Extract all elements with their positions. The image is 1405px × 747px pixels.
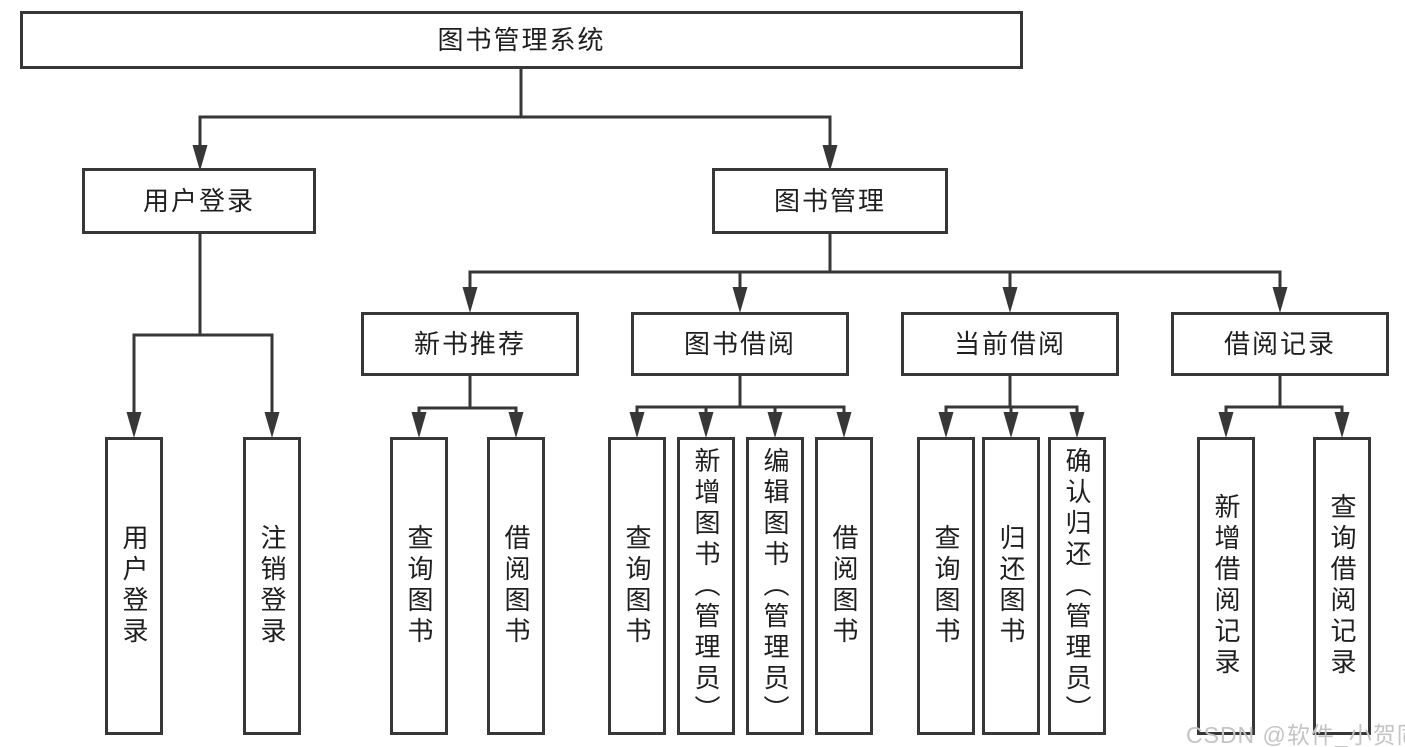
- leaf-borrow-query-books: 查询图书: [608, 437, 666, 735]
- leaf-borrow-query-books-label: 查询图书: [622, 524, 652, 648]
- node-root: 图书管理系统: [20, 11, 1023, 69]
- connector-current-borrow-split: [944, 375, 1079, 415]
- leaf-current-confirm-return-admin: 确认归还（管理员）: [1048, 437, 1106, 735]
- node-current-borrow-label: 当前借阅: [953, 329, 1066, 359]
- arrowhead-icon: [126, 412, 142, 438]
- leaf-current-return-books-label: 归还图书: [996, 524, 1026, 648]
- arrowhead-icon: [462, 287, 478, 313]
- arrowhead-icon: [1003, 412, 1019, 438]
- arrowhead-icon: [264, 412, 280, 438]
- arrowhead-icon: [1218, 412, 1234, 438]
- node-book-management: 图书管理: [712, 168, 948, 234]
- arrowhead-icon: [1069, 412, 1085, 438]
- connector-root-split: [198, 68, 832, 148]
- leaf-newbook-borrow-books-label: 借阅图书: [501, 524, 531, 648]
- node-borrow-records-label: 借阅记录: [1223, 329, 1336, 359]
- node-new-book-recommend: 新书推荐: [361, 312, 579, 376]
- arrowhead-icon: [836, 412, 852, 438]
- leaf-newbook-query-books-label: 查询图书: [404, 524, 434, 648]
- connector-user-login-split: [132, 233, 274, 415]
- leaf-current-confirm-return-admin-label: 确认归还（管理员）: [1062, 446, 1092, 726]
- connector-new-book-split: [417, 375, 518, 415]
- leaf-user-login-label: 用户登录: [119, 524, 149, 648]
- leaf-records-query-record-label: 查询借阅记录: [1327, 493, 1357, 679]
- arrowheads: [126, 145, 1350, 438]
- leaf-current-query-books-label: 查询图书: [931, 524, 961, 648]
- leaf-borrow-borrow-books: 借阅图书: [815, 437, 873, 735]
- connector-book-borrow-split: [635, 375, 846, 415]
- node-new-book-recommend-label: 新书推荐: [413, 329, 526, 359]
- leaf-logout-label: 注销登录: [257, 524, 287, 648]
- arrowhead-icon: [1334, 412, 1350, 438]
- leaf-current-query-books: 查询图书: [917, 437, 975, 735]
- leaf-records-query-record: 查询借阅记录: [1313, 437, 1371, 735]
- arrowhead-icon: [822, 145, 838, 171]
- leaf-user-login: 用户登录: [105, 437, 163, 735]
- leaf-current-return-books: 归还图书: [982, 437, 1040, 735]
- node-current-borrow: 当前借阅: [901, 312, 1119, 376]
- arrowhead-icon: [629, 412, 645, 438]
- leaf-borrow-borrow-books-label: 借阅图书: [829, 524, 859, 648]
- node-book-borrow: 图书借阅: [631, 312, 849, 376]
- arrowhead-icon: [732, 287, 748, 313]
- arrowhead-icon: [767, 412, 783, 438]
- node-root-label: 图书管理系统: [437, 25, 606, 55]
- leaf-records-add-record: 新增借阅记录: [1197, 437, 1255, 735]
- node-user-login: 用户登录: [82, 168, 316, 234]
- connector-book-management-split: [468, 233, 1282, 290]
- arrowhead-icon: [1272, 287, 1288, 313]
- leaf-records-add-record-label: 新增借阅记录: [1211, 493, 1241, 679]
- leaf-borrow-edit-books-admin: 编辑图书（管理员）: [746, 437, 804, 735]
- leaf-newbook-query-books: 查询图书: [390, 437, 448, 735]
- arrowhead-icon: [411, 412, 427, 438]
- csdn-watermark: CSDN @软件_小贺同学: [1186, 722, 1405, 747]
- connector-borrow-records-split: [1224, 375, 1344, 415]
- arrowhead-icon: [192, 145, 208, 171]
- node-user-login-label: 用户登录: [142, 186, 255, 216]
- leaf-newbook-borrow-books: 借阅图书: [487, 437, 545, 735]
- leaf-borrow-edit-books-admin-label: 编辑图书（管理员）: [760, 446, 790, 726]
- arrowhead-icon: [698, 412, 714, 438]
- leaf-logout: 注销登录: [243, 437, 301, 735]
- arrowhead-icon: [508, 412, 524, 438]
- arrowhead-icon: [1002, 287, 1018, 313]
- leaf-borrow-add-books-admin-label: 新增图书（管理员）: [691, 446, 721, 726]
- node-borrow-records: 借阅记录: [1171, 312, 1389, 376]
- node-book-management-label: 图书管理: [773, 186, 886, 216]
- arrowhead-icon: [938, 412, 954, 438]
- node-book-borrow-label: 图书借阅: [683, 329, 796, 359]
- leaf-borrow-add-books-admin: 新增图书（管理员）: [677, 437, 735, 735]
